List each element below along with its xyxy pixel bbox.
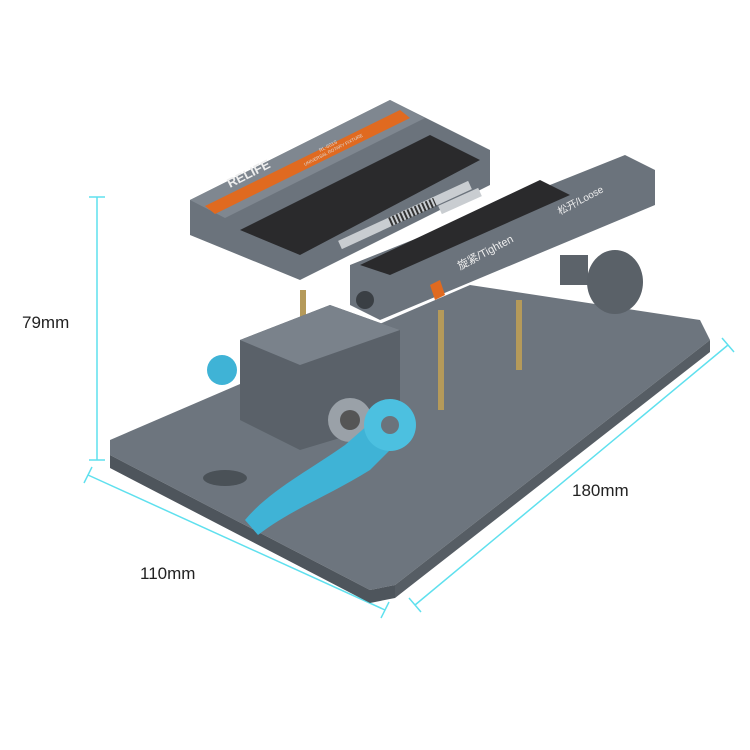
rubber-pad bbox=[240, 135, 480, 255]
height-dimension-label: 79mm bbox=[22, 313, 70, 332]
right-jaw: 旋紧/Tighten 松开/Loose bbox=[350, 155, 655, 320]
tightening-knob[interactable] bbox=[587, 250, 643, 314]
base-plate bbox=[110, 285, 710, 603]
left-jaw: RELIFE RL-601S UNIVERSAL ROTARY FIXTURE bbox=[190, 100, 490, 280]
orange-groove bbox=[205, 110, 410, 214]
spring bbox=[388, 197, 437, 227]
dimension-lines bbox=[83, 196, 735, 619]
width-dimension-label: 110mm bbox=[140, 564, 196, 583]
width-dimension-line bbox=[87, 474, 386, 611]
side-knob[interactable] bbox=[207, 355, 237, 385]
quick-release-lever[interactable] bbox=[245, 399, 416, 535]
length-dimension-label: 180mm bbox=[572, 481, 629, 500]
length-dimension-line bbox=[414, 344, 729, 606]
